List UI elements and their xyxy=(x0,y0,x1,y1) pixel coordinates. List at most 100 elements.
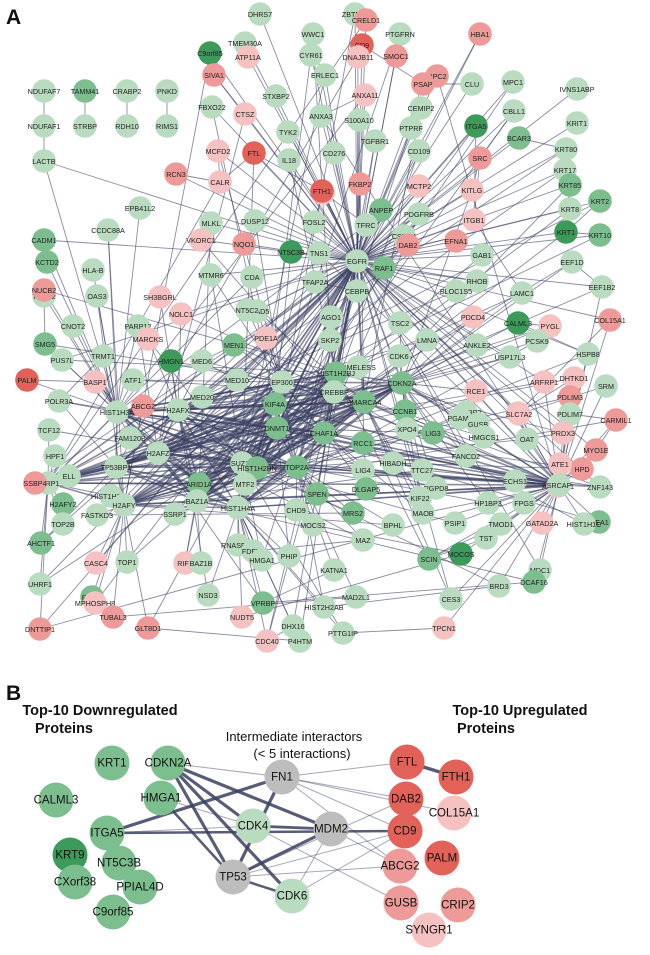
node-tp53bp1: TP53BP1 xyxy=(101,455,131,479)
node-tgfbr1-label: TGFBR1 xyxy=(361,137,389,146)
node-b-dab2-circle xyxy=(388,781,424,817)
node-tmod1-circle xyxy=(489,512,513,536)
node-cbll1-circle xyxy=(502,99,526,123)
node-col15a1-circle xyxy=(598,308,622,332)
network-a-edge xyxy=(253,152,323,192)
node-psip1-circle xyxy=(443,511,467,535)
network-a-edge xyxy=(237,466,298,509)
node-rcn3-circle xyxy=(164,162,188,186)
node-kif4a-label: KIF4A xyxy=(265,400,285,409)
network-a-edge xyxy=(198,261,573,485)
node-tp53bp1-circle xyxy=(104,455,128,479)
node-kctd2: KCTD2 xyxy=(35,250,59,274)
node-hist1h3a: HIST1H3A xyxy=(100,400,134,424)
node-mtmr6: MTMR6 xyxy=(198,263,224,287)
node-mocs2-circle xyxy=(301,513,325,537)
node-b-ftl-circle xyxy=(389,744,425,780)
node-top2b-circle xyxy=(51,512,75,536)
node-b-cxorf38: CXorf38 xyxy=(54,864,96,900)
node-myo1e: MYO1E xyxy=(583,438,609,462)
network-a-edge xyxy=(96,260,358,516)
node-hpf1: HPF1 xyxy=(43,444,67,468)
node-tsc2-label: TSC2 xyxy=(391,319,409,328)
node-ivns1abp-circle xyxy=(565,77,589,101)
up-title: Top-10 Upregulated Proteins xyxy=(452,703,587,737)
network-b-edge xyxy=(166,762,235,878)
node-b-calml3: CALML3 xyxy=(34,782,78,818)
node-b-gusb: GUSB xyxy=(383,885,419,921)
node-tgfbr1: TGFBR1 xyxy=(361,129,389,153)
node-fth1-label: FTH1 xyxy=(313,187,331,196)
node-ftl-label: FTL xyxy=(248,149,261,158)
network-a-edge xyxy=(518,413,560,486)
node-c9orf85-label: C9orf85 xyxy=(197,49,223,58)
network-a-edge xyxy=(253,152,358,262)
network-b-edge xyxy=(281,776,455,814)
node-rims1-label: RIMS1 xyxy=(156,122,178,131)
node-mpc1-circle xyxy=(501,70,525,94)
node-ptprf-label: PTPRF xyxy=(399,124,423,133)
node-ptgfrn-circle xyxy=(388,22,412,46)
node-prdx3-circle xyxy=(551,421,575,445)
network-a-edge xyxy=(210,222,358,262)
network-a-edge xyxy=(333,152,358,262)
node-scin-label: SCIN xyxy=(420,555,437,564)
node-b-syngr1-label: SYNGR1 xyxy=(405,925,452,937)
node-hmga1-label: HMGA1 xyxy=(249,556,275,565)
node-kitlg-circle xyxy=(460,178,484,202)
network-a-edge xyxy=(43,160,358,262)
node-mlkl-circle xyxy=(199,211,223,235)
node-dhtkd1-label: DHTKD1 xyxy=(560,374,589,383)
network-a-edge xyxy=(157,169,566,454)
network-b-edge xyxy=(106,775,283,835)
network-a-edge xyxy=(34,260,358,484)
node-pdlim3-label: PDLIM3 xyxy=(557,393,583,402)
node-dlgap5-label: DLGAP5 xyxy=(352,485,380,494)
node-pgam1-label: PGAM1 xyxy=(447,414,472,423)
node-wwc1: WWC1 xyxy=(301,22,325,46)
node-anxa3-label: ANXA3 xyxy=(309,112,333,121)
node-lamc1: LAMC1 xyxy=(510,281,534,305)
node-vkorc1-label: VKORC1 xyxy=(186,236,216,245)
network-a-edge xyxy=(401,382,477,392)
node-efna1-circle xyxy=(444,229,468,253)
node-smg5-circle xyxy=(33,332,57,356)
node-srcap-circle xyxy=(547,473,571,497)
node-atf1: ATF1 xyxy=(121,368,145,392)
node-raf1: RAF1 xyxy=(372,256,396,280)
network-a-edge xyxy=(356,260,564,434)
node-nt5c2: NT5C2 xyxy=(235,298,259,322)
node-gab1-circle xyxy=(470,243,494,267)
node-hpf1-circle xyxy=(43,444,67,468)
network-a-edge xyxy=(266,260,358,642)
node-ptprf: PTPRF xyxy=(399,116,423,140)
network-a-edge xyxy=(262,569,335,604)
network-a-edge xyxy=(91,504,125,598)
node-clu-circle xyxy=(460,72,484,96)
node-calml3-label: CALML3 xyxy=(504,319,532,328)
node-pde1a: PDE1A xyxy=(254,326,278,350)
node-cdk6: CDK6 xyxy=(387,344,411,368)
node-lactb-label: LACTB xyxy=(32,157,55,166)
node-tpcn1-circle xyxy=(432,616,456,640)
node-dhrs7: DHRS7 xyxy=(248,2,272,26)
node-b-abcg2-label: ABCG2 xyxy=(381,861,420,873)
node-hist2h2ab-label: HIST2H2AB xyxy=(304,603,343,612)
network-a-edge xyxy=(401,189,473,384)
node-ttc27: TTC27 xyxy=(410,458,434,482)
node-fth1: FTH1 xyxy=(310,179,334,203)
node-men1-label: MEN1 xyxy=(224,341,244,350)
node-ccnb1-circle xyxy=(393,399,417,423)
node-tns1-circle xyxy=(307,241,331,265)
network-b-edge xyxy=(106,825,254,834)
node-fosl2-circle xyxy=(302,210,326,234)
node-b-col15a1: COL15A1 xyxy=(429,795,479,831)
node-calr-label: CALR xyxy=(210,178,229,187)
network-a-edge xyxy=(94,381,200,485)
node-arfrp1-label: ARFRP1 xyxy=(530,378,558,387)
node-ate1: ATE1 xyxy=(548,452,572,476)
node-strbp: STRBP xyxy=(73,114,97,138)
node-cadm1: CADM1 xyxy=(31,228,57,252)
node-smarca4: SMARCA4 xyxy=(347,390,381,414)
